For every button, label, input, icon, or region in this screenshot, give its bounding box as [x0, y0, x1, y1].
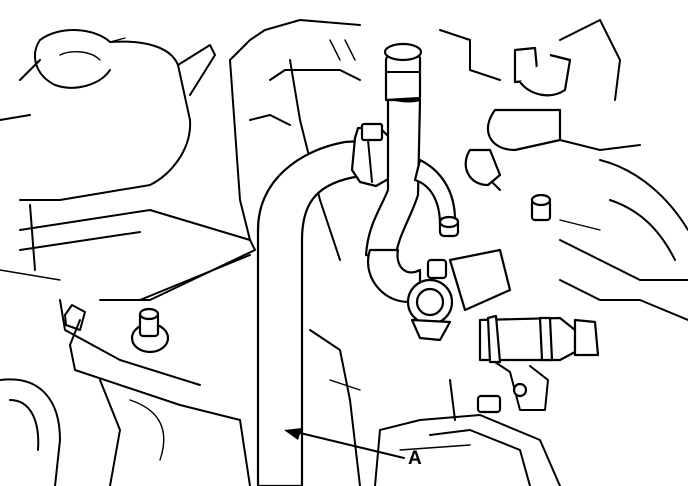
- callout-label-a: A: [408, 448, 422, 469]
- center-panel: [229, 19, 361, 261]
- lower-housing: [309, 329, 561, 486]
- hose-a: [256, 122, 394, 486]
- valve-fitting: [406, 215, 512, 342]
- upper-right-machinery: [439, 19, 641, 191]
- reservoir-tank: [0, 29, 216, 201]
- hose-upper: [364, 42, 423, 262]
- bolt-right: [530, 193, 552, 222]
- mounting-bracket: [0, 204, 256, 406]
- hose-curve: [367, 158, 457, 303]
- callout-leader-arrow: [284, 428, 405, 459]
- right-pipes: [476, 314, 600, 414]
- far-right-structure: [559, 159, 688, 321]
- engine-block-lower-left: [0, 378, 251, 486]
- bolt-left: [130, 307, 170, 354]
- clip: [64, 304, 86, 331]
